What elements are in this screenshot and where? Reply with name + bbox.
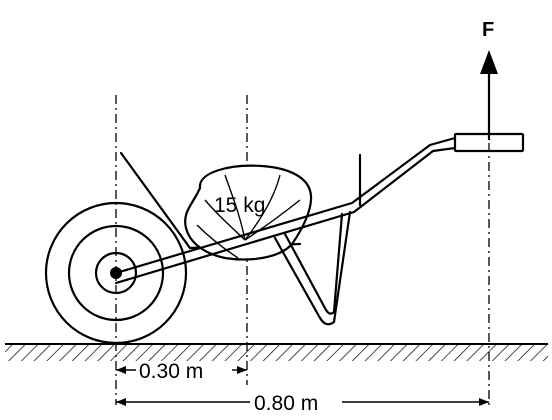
stand: [273, 210, 352, 326]
wheel: [44, 201, 188, 345]
dimension-short: [116, 366, 247, 374]
load-label: 15 kg: [214, 194, 265, 217]
frame: [114, 132, 525, 285]
load-sack: [184, 164, 313, 261]
dimension-long: [116, 398, 489, 406]
dimension-short-label: 0.30 m: [139, 360, 203, 383]
ground: [5, 343, 548, 361]
force-label: F: [482, 19, 494, 41]
reference-lines: [115, 95, 490, 405]
force-arrow: [480, 50, 498, 140]
dimension-long-label: 0.80 m: [254, 392, 318, 415]
